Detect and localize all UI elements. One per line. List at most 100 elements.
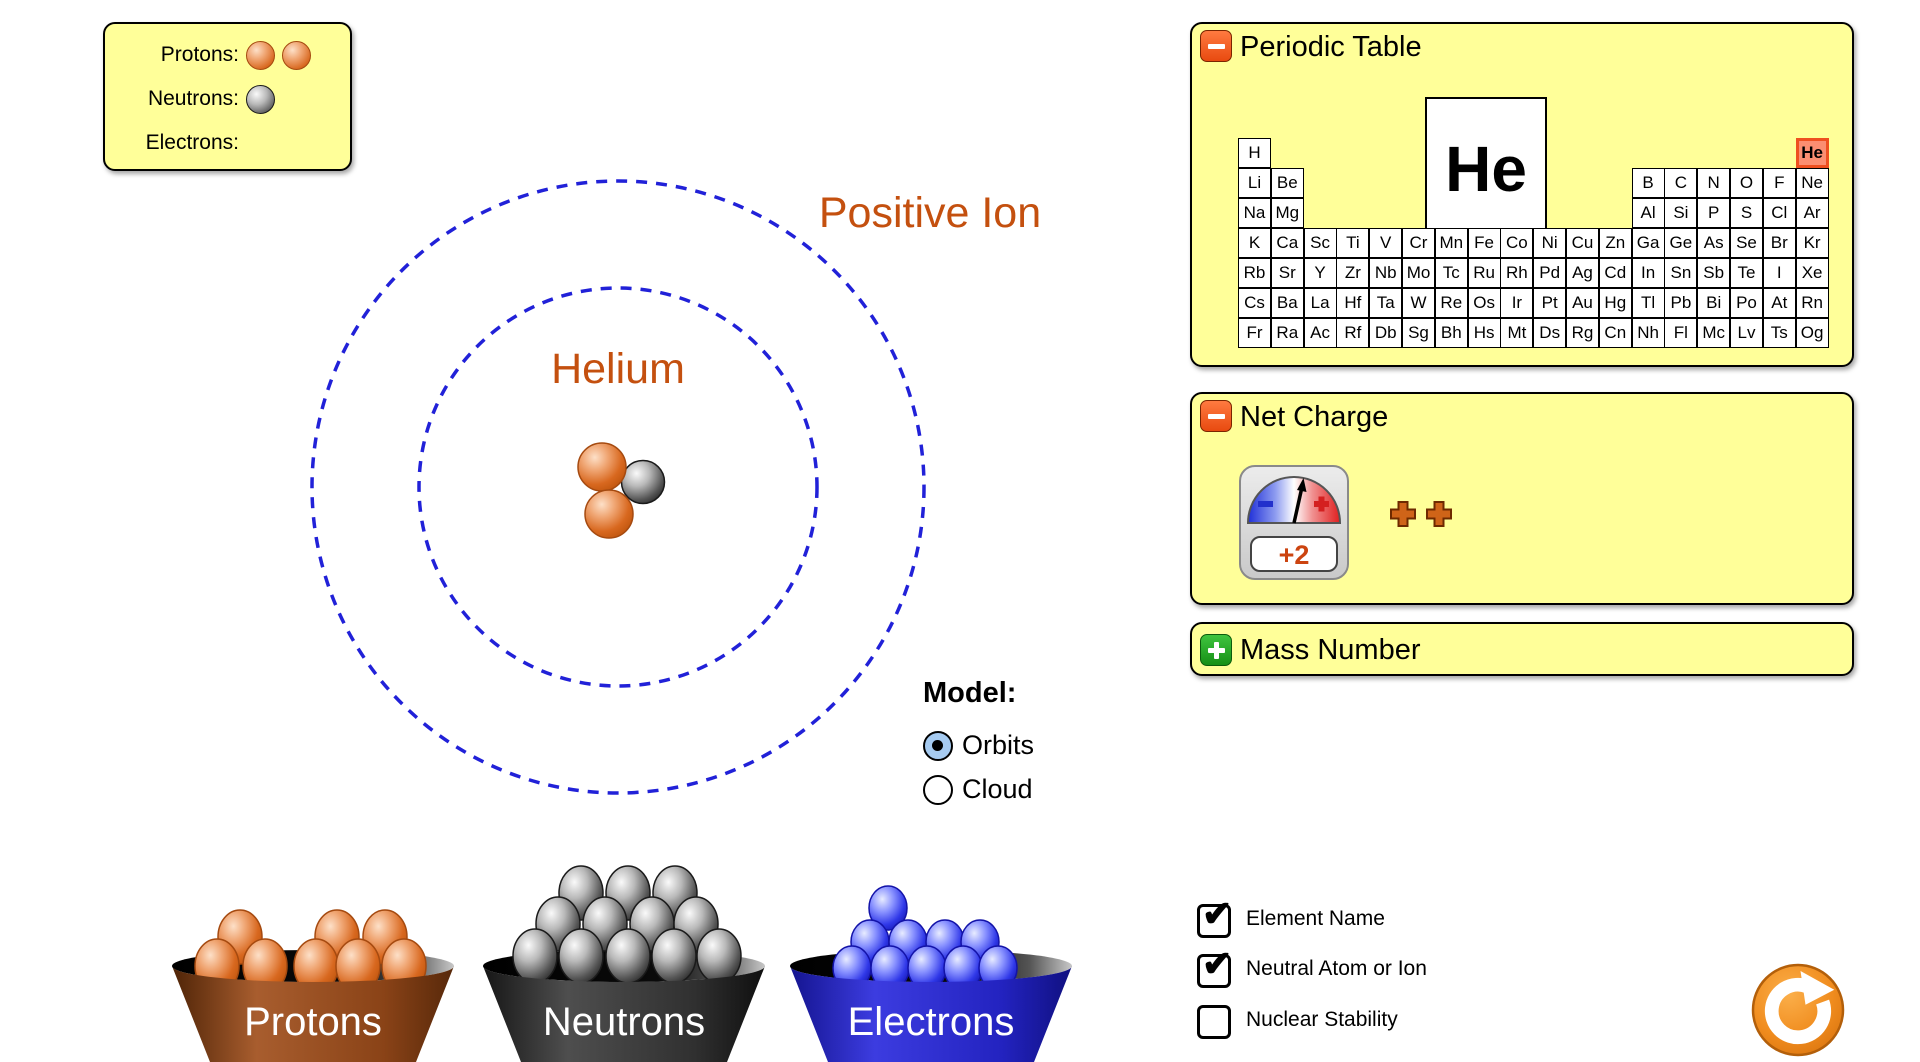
legend-row-electrons: Electrons:: [105, 121, 350, 165]
ptable-cell-Tc: Tc: [1434, 258, 1468, 288]
ptable-cell-Os: Os: [1467, 288, 1501, 318]
ptable-cell-Og: Og: [1795, 318, 1829, 348]
collapse-button[interactable]: [1200, 400, 1232, 432]
ptable-cell-O: O: [1730, 168, 1763, 198]
ptable-cell-Sg: Sg: [1402, 318, 1435, 348]
ptable-cell-Ru: Ru: [1467, 258, 1501, 288]
ptable-cell-F: F: [1762, 168, 1796, 198]
reset-arrow-icon: [1764, 971, 1835, 1045]
model-title: Model:: [923, 677, 1017, 709]
neutrons-bucket[interactable]: Neutrons: [483, 865, 765, 1062]
ptable-cell-Sr: Sr: [1270, 258, 1304, 288]
orbits-radio-button[interactable]: [923, 731, 953, 761]
gauge-minus-icon: [1258, 501, 1273, 507]
atom-view: [310, 179, 926, 795]
neutrons-count-particles: [246, 84, 275, 114]
ion-status-label: Positive Ion: [818, 189, 1042, 237]
ptable-cell-Au: Au: [1566, 288, 1599, 318]
bucket-front: [790, 966, 1072, 1062]
ptable-cell-Pt: Pt: [1533, 288, 1567, 318]
collapse-button[interactable]: [1200, 30, 1232, 62]
ptable-cell-Nb: Nb: [1369, 258, 1403, 288]
ptable-cell-Ag: Ag: [1566, 258, 1599, 288]
ptable-cell-Sb: Sb: [1697, 258, 1731, 288]
ptable-cell-Bh: Bh: [1434, 318, 1468, 348]
ptable-cell-Po: Po: [1730, 288, 1763, 318]
bucket-front: [483, 966, 765, 1062]
protons-bucket-label: Protons: [244, 1000, 382, 1044]
expand-button[interactable]: [1200, 634, 1232, 666]
nuclear-stability-checkbox-label[interactable]: Nuclear Stability: [1246, 1008, 1398, 1031]
neutron[interactable]: [651, 928, 697, 984]
ptable-cell-Fe: Fe: [1467, 228, 1501, 258]
periodic-table-title: Periodic Table: [1240, 31, 1422, 63]
mass-number-panel: Mass Number: [1190, 622, 1854, 676]
bucket-front: [172, 966, 454, 1062]
ptable-cell-Ta: Ta: [1369, 288, 1403, 318]
neutron[interactable]: [605, 928, 651, 984]
ptable-cell-La: La: [1303, 288, 1337, 318]
ptable-cell-Ge: Ge: [1664, 228, 1698, 258]
ptable-cell-Xe: Xe: [1795, 258, 1829, 288]
ptable-cell-Rb: Rb: [1238, 258, 1271, 288]
ptable-cell-Mc: Mc: [1697, 318, 1731, 348]
ptable-cell-Fr: Fr: [1238, 318, 1271, 348]
element-name-checkbox-label[interactable]: Element Name: [1246, 907, 1385, 930]
net-charge-title: Net Charge: [1240, 401, 1389, 433]
charge-readout-value: +2: [1279, 540, 1310, 570]
outer-electron-orbit: [310, 179, 926, 795]
nucleus[interactable]: [577, 442, 666, 539]
minus-icon: [1207, 43, 1225, 49]
proton[interactable]: [577, 442, 627, 492]
nuclear-stability-checkbox[interactable]: ✔: [1197, 1005, 1231, 1039]
neutrons-count-label: Neutrons:: [147, 87, 239, 110]
ptable-cell-Re: Re: [1434, 288, 1468, 318]
neutrons-bucket-label: Neutrons: [543, 1000, 705, 1044]
electron[interactable]: [868, 885, 908, 931]
ptable-cell-Ds: Ds: [1533, 318, 1567, 348]
orbits-radio-label[interactable]: Orbits: [962, 730, 1035, 760]
ptable-cell-N: N: [1697, 168, 1731, 198]
ptable-cell-S: S: [1730, 198, 1763, 228]
ptable-cell-Tl: Tl: [1631, 288, 1665, 318]
neutron[interactable]: [512, 928, 558, 984]
ptable-cell-K: K: [1238, 228, 1271, 258]
net-charge-panel: Net Charge: [1190, 392, 1854, 605]
ptable-cell-Ar: Ar: [1795, 198, 1829, 228]
neutron[interactable]: [558, 928, 604, 984]
reset-all-button[interactable]: [1750, 962, 1846, 1058]
ptable-cell-Bi: Bi: [1697, 288, 1731, 318]
ptable-cell-Te: Te: [1730, 258, 1763, 288]
protons-bucket[interactable]: Protons: [172, 909, 454, 1062]
ptable-cell-Zn: Zn: [1598, 228, 1632, 258]
ptable-cell-Mg: Mg: [1270, 198, 1304, 228]
neutron[interactable]: [620, 459, 666, 505]
cloud-radio-button[interactable]: [923, 775, 953, 805]
ptable-cell-Sc: Sc: [1303, 228, 1337, 258]
ptable-cell-Be: Be: [1270, 168, 1304, 198]
particle-legend: Protons: Neutrons: Electrons:: [103, 22, 352, 171]
ptable-cell-Ba: Ba: [1270, 288, 1304, 318]
electrons-bucket[interactable]: Electrons: [790, 885, 1072, 1062]
proton[interactable]: [584, 489, 634, 539]
ptable-cell-Cl: Cl: [1762, 198, 1796, 228]
minus-icon: [1207, 413, 1225, 419]
neutral-atom-checkbox-label[interactable]: Neutral Atom or Ion: [1246, 957, 1427, 980]
neutral-atom-checkbox[interactable]: ✔: [1197, 943, 1232, 988]
legend-row-protons: Protons:: [105, 33, 350, 77]
selected-element-symbol: He: [1445, 133, 1527, 205]
charge-readout: [1250, 536, 1338, 572]
cloud-radio-label[interactable]: Cloud: [962, 774, 1033, 804]
element-name-checkbox[interactable]: ✔: [1197, 893, 1232, 938]
ptable-cell-H: H: [1238, 138, 1271, 168]
ptable-cell-Cs: Cs: [1238, 288, 1271, 318]
electrons-count-label: Electrons:: [145, 131, 239, 154]
protons-count-label: Protons:: [160, 43, 239, 66]
ptable-cell-Cn: Cn: [1598, 318, 1632, 348]
neutron[interactable]: [696, 928, 742, 984]
legend-row-neutrons: Neutrons:: [105, 77, 350, 121]
ptable-cell-Rf: Rf: [1336, 318, 1370, 348]
proton-icon: [246, 40, 275, 70]
ptable-cell-Kr: Kr: [1795, 228, 1829, 258]
